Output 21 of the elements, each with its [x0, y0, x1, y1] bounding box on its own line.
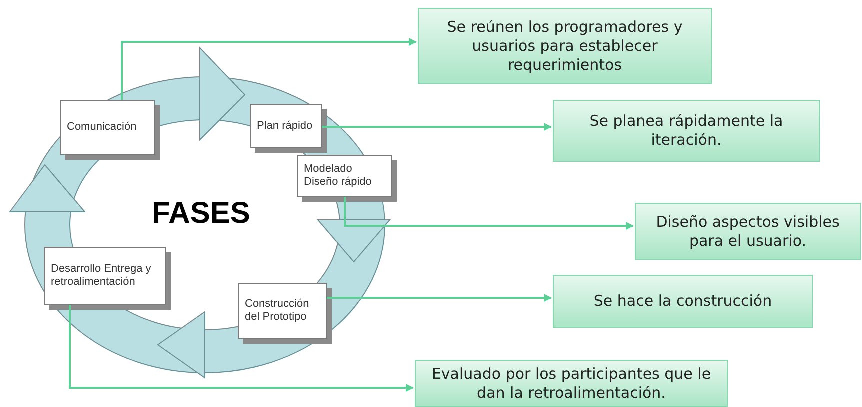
description-text: Se planea rápidamente la iteración.: [588, 112, 784, 150]
connector-arrow: [121, 38, 417, 100]
phase-label: Comunicación: [67, 121, 138, 134]
title-label: FASES: [152, 197, 250, 231]
description-box: [418, 8, 712, 84]
phase-label: Desarrollo Entrega y retroalimentación: [51, 263, 152, 289]
phase-label: Plan rápido: [257, 120, 314, 132]
description-text: Se hace la construcción: [594, 292, 772, 311]
description-box: [553, 100, 820, 162]
description-box: [635, 203, 861, 260]
description-box: [553, 275, 813, 328]
connector-arrow: [69, 305, 414, 392]
description-text: Evaluado por los participantes que le dan la retroalimentación.: [430, 364, 712, 402]
description-text: Se reúnen los programadores y usuarios para establecer requerimientos: [446, 18, 684, 74]
phase-label: Construcción del Prototipo: [245, 298, 310, 324]
connector-arrow: [327, 294, 552, 302]
connector-arrow: [344, 197, 634, 230]
phase-label: Modelado Diseño rápido: [304, 163, 373, 189]
description-box: [415, 360, 728, 407]
description-text: Diseño aspectos visibles para el usuario.: [655, 212, 841, 250]
connector-arrow: [322, 123, 552, 131]
